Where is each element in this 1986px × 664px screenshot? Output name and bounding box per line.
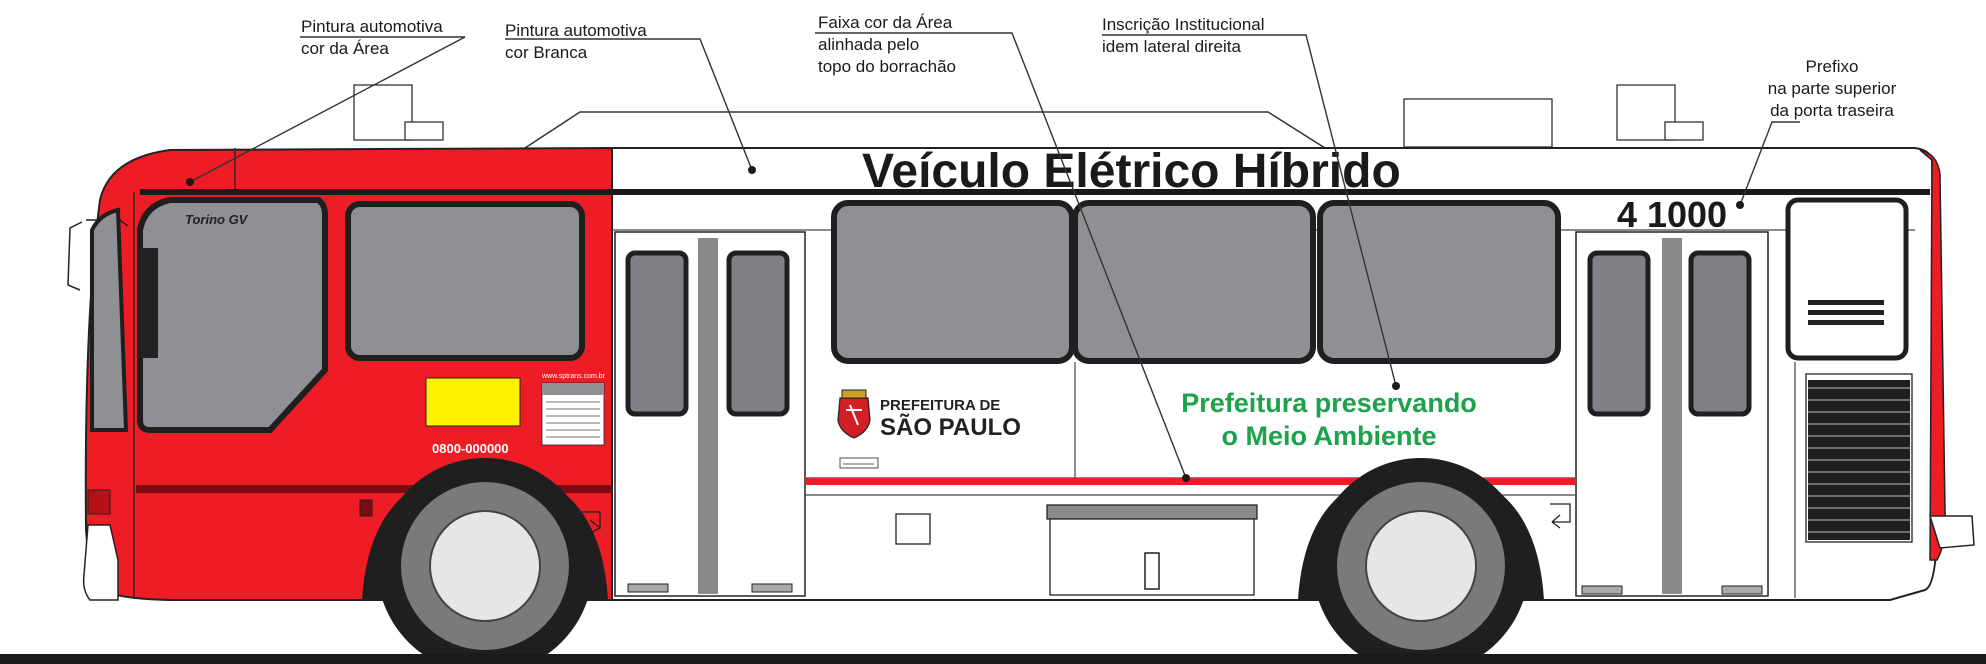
leader-area-color bbox=[186, 36, 466, 186]
logo-line-1: PREFEITURA DE bbox=[880, 397, 1000, 414]
leader-white bbox=[505, 38, 756, 174]
red-lower-trim bbox=[136, 485, 612, 493]
window-red-1 bbox=[345, 201, 585, 361]
rear-window bbox=[1785, 197, 1909, 361]
headline-inscription: Veículo Elétrico Híbrido bbox=[862, 145, 1401, 198]
rear-wheel bbox=[1313, 458, 1529, 664]
small-hatch bbox=[895, 513, 931, 545]
callout-institutional-1: Inscrição Institucional bbox=[1102, 15, 1265, 34]
model-name: Torino GV bbox=[185, 212, 249, 227]
route-card bbox=[541, 382, 605, 446]
callout-white-2: cor Branca bbox=[505, 43, 588, 62]
luggage-compartment bbox=[1046, 504, 1258, 596]
rear-arrow-mark bbox=[1550, 503, 1571, 529]
logo-line-2: SÃO PAULO bbox=[880, 413, 1021, 441]
rear-red-cap bbox=[1919, 149, 1946, 561]
fuel-cap bbox=[359, 499, 373, 517]
callout-prefix-1: Prefixo bbox=[1806, 57, 1859, 76]
rear-window-vent bbox=[1808, 300, 1884, 325]
front-door bbox=[614, 231, 806, 597]
engine-grille bbox=[1805, 373, 1913, 543]
callout-institutional-2: idem lateral direita bbox=[1102, 37, 1241, 56]
callout-stripe-2: alinhada pelo bbox=[818, 35, 919, 54]
rear-bumper bbox=[1928, 515, 1975, 549]
front-wheel bbox=[377, 458, 593, 664]
leader-prefix bbox=[1736, 121, 1800, 209]
website-text: www.sptrans.com.br bbox=[541, 373, 606, 380]
front-details: Torino GV bbox=[67, 148, 328, 601]
leader-institutional bbox=[1102, 34, 1400, 390]
yellow-panel bbox=[425, 377, 521, 427]
callout-prefix-3: da porta traseira bbox=[1770, 101, 1894, 120]
prefix-number: 4 1000 bbox=[1617, 194, 1727, 235]
callout-prefix-2: na parte superior bbox=[1768, 79, 1897, 98]
sao-paulo-logo: PREFEITURA DE SÃO PAULO bbox=[837, 389, 1021, 469]
city-coat-of-arms-icon bbox=[837, 397, 871, 439]
rear-door: 4 1000 bbox=[1575, 194, 1769, 597]
callout-area-color-2: cor da Área bbox=[301, 39, 389, 58]
window-mid-2 bbox=[1072, 200, 1316, 364]
slogan-line-1: Prefeitura preservando bbox=[1181, 388, 1477, 418]
front-arrow-mark bbox=[580, 511, 602, 533]
leader-stripe bbox=[815, 32, 1190, 482]
callout-white-1: Pintura automotiva bbox=[505, 21, 647, 40]
roof-equipment bbox=[353, 84, 1704, 149]
phone-number: 0800-000000 bbox=[432, 441, 509, 456]
slogan-line-2: o Meio Ambiente bbox=[1221, 421, 1436, 451]
callout-stripe-1: Faixa cor da Área bbox=[818, 13, 953, 32]
callout-area-color-1: Pintura automotiva bbox=[301, 17, 443, 36]
area-color-stripe bbox=[805, 478, 1575, 485]
callout-stripe-3: topo do borrachão bbox=[818, 57, 956, 76]
window-mid-1 bbox=[831, 200, 1075, 364]
